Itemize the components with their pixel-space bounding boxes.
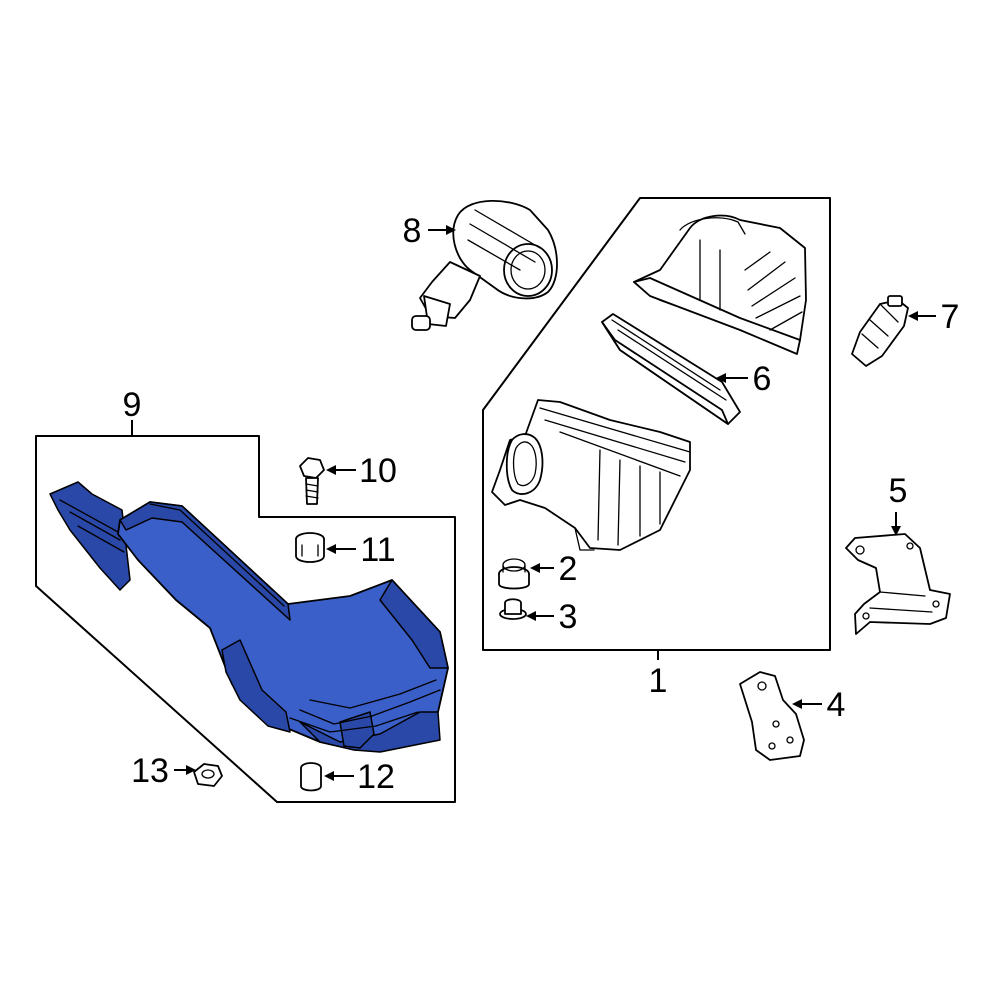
arrowhead-10 — [326, 465, 336, 475]
part-2-grommet[interactable] — [498, 558, 530, 590]
callout-10: 10 — [359, 452, 397, 490]
callout-5: 5 — [889, 472, 908, 510]
callout-2: 2 — [559, 550, 578, 588]
callout-7: 7 — [941, 298, 960, 336]
arrowhead-11 — [326, 544, 336, 554]
callout-1: 1 — [649, 662, 668, 700]
arrowhead-12 — [324, 771, 334, 781]
part-9-air-duct[interactable] — [49, 481, 449, 753]
part-7-sensor[interactable] — [851, 295, 909, 367]
assembly-9-outline — [35, 435, 456, 803]
callout-9: 9 — [123, 386, 142, 424]
part-6-air-filter[interactable] — [601, 313, 741, 425]
part-10-bolt[interactable] — [299, 457, 325, 505]
part-3-pin[interactable] — [499, 598, 527, 620]
arrowhead-6 — [716, 373, 726, 383]
part-8-intake-tube[interactable] — [411, 199, 558, 331]
arrowhead-2 — [530, 563, 540, 573]
part-13-nut[interactable] — [193, 763, 223, 787]
part-4-bracket[interactable] — [739, 671, 805, 761]
callout-4: 4 — [827, 686, 846, 724]
part-11-grommet[interactable] — [295, 532, 325, 563]
callout-12: 12 — [357, 758, 395, 796]
callout-13: 13 — [131, 752, 169, 790]
callout-6: 6 — [753, 360, 772, 398]
arrowhead-4 — [792, 699, 802, 709]
part-1-lower-housing[interactable] — [491, 399, 691, 551]
callout-8: 8 — [403, 212, 422, 250]
arrowhead-13 — [186, 765, 196, 775]
assembly-1-outline — [482, 197, 831, 651]
part-5-bracket[interactable] — [845, 533, 951, 635]
arrowhead-3 — [526, 611, 536, 621]
callout-3: 3 — [559, 598, 578, 636]
part-1-upper-housing[interactable] — [633, 214, 807, 355]
arrowhead-7 — [908, 311, 918, 321]
part-12-bushing[interactable] — [300, 762, 322, 792]
callout-11: 11 — [360, 531, 395, 569]
arrowhead-8 — [446, 225, 456, 235]
arrowhead-5 — [891, 526, 901, 536]
